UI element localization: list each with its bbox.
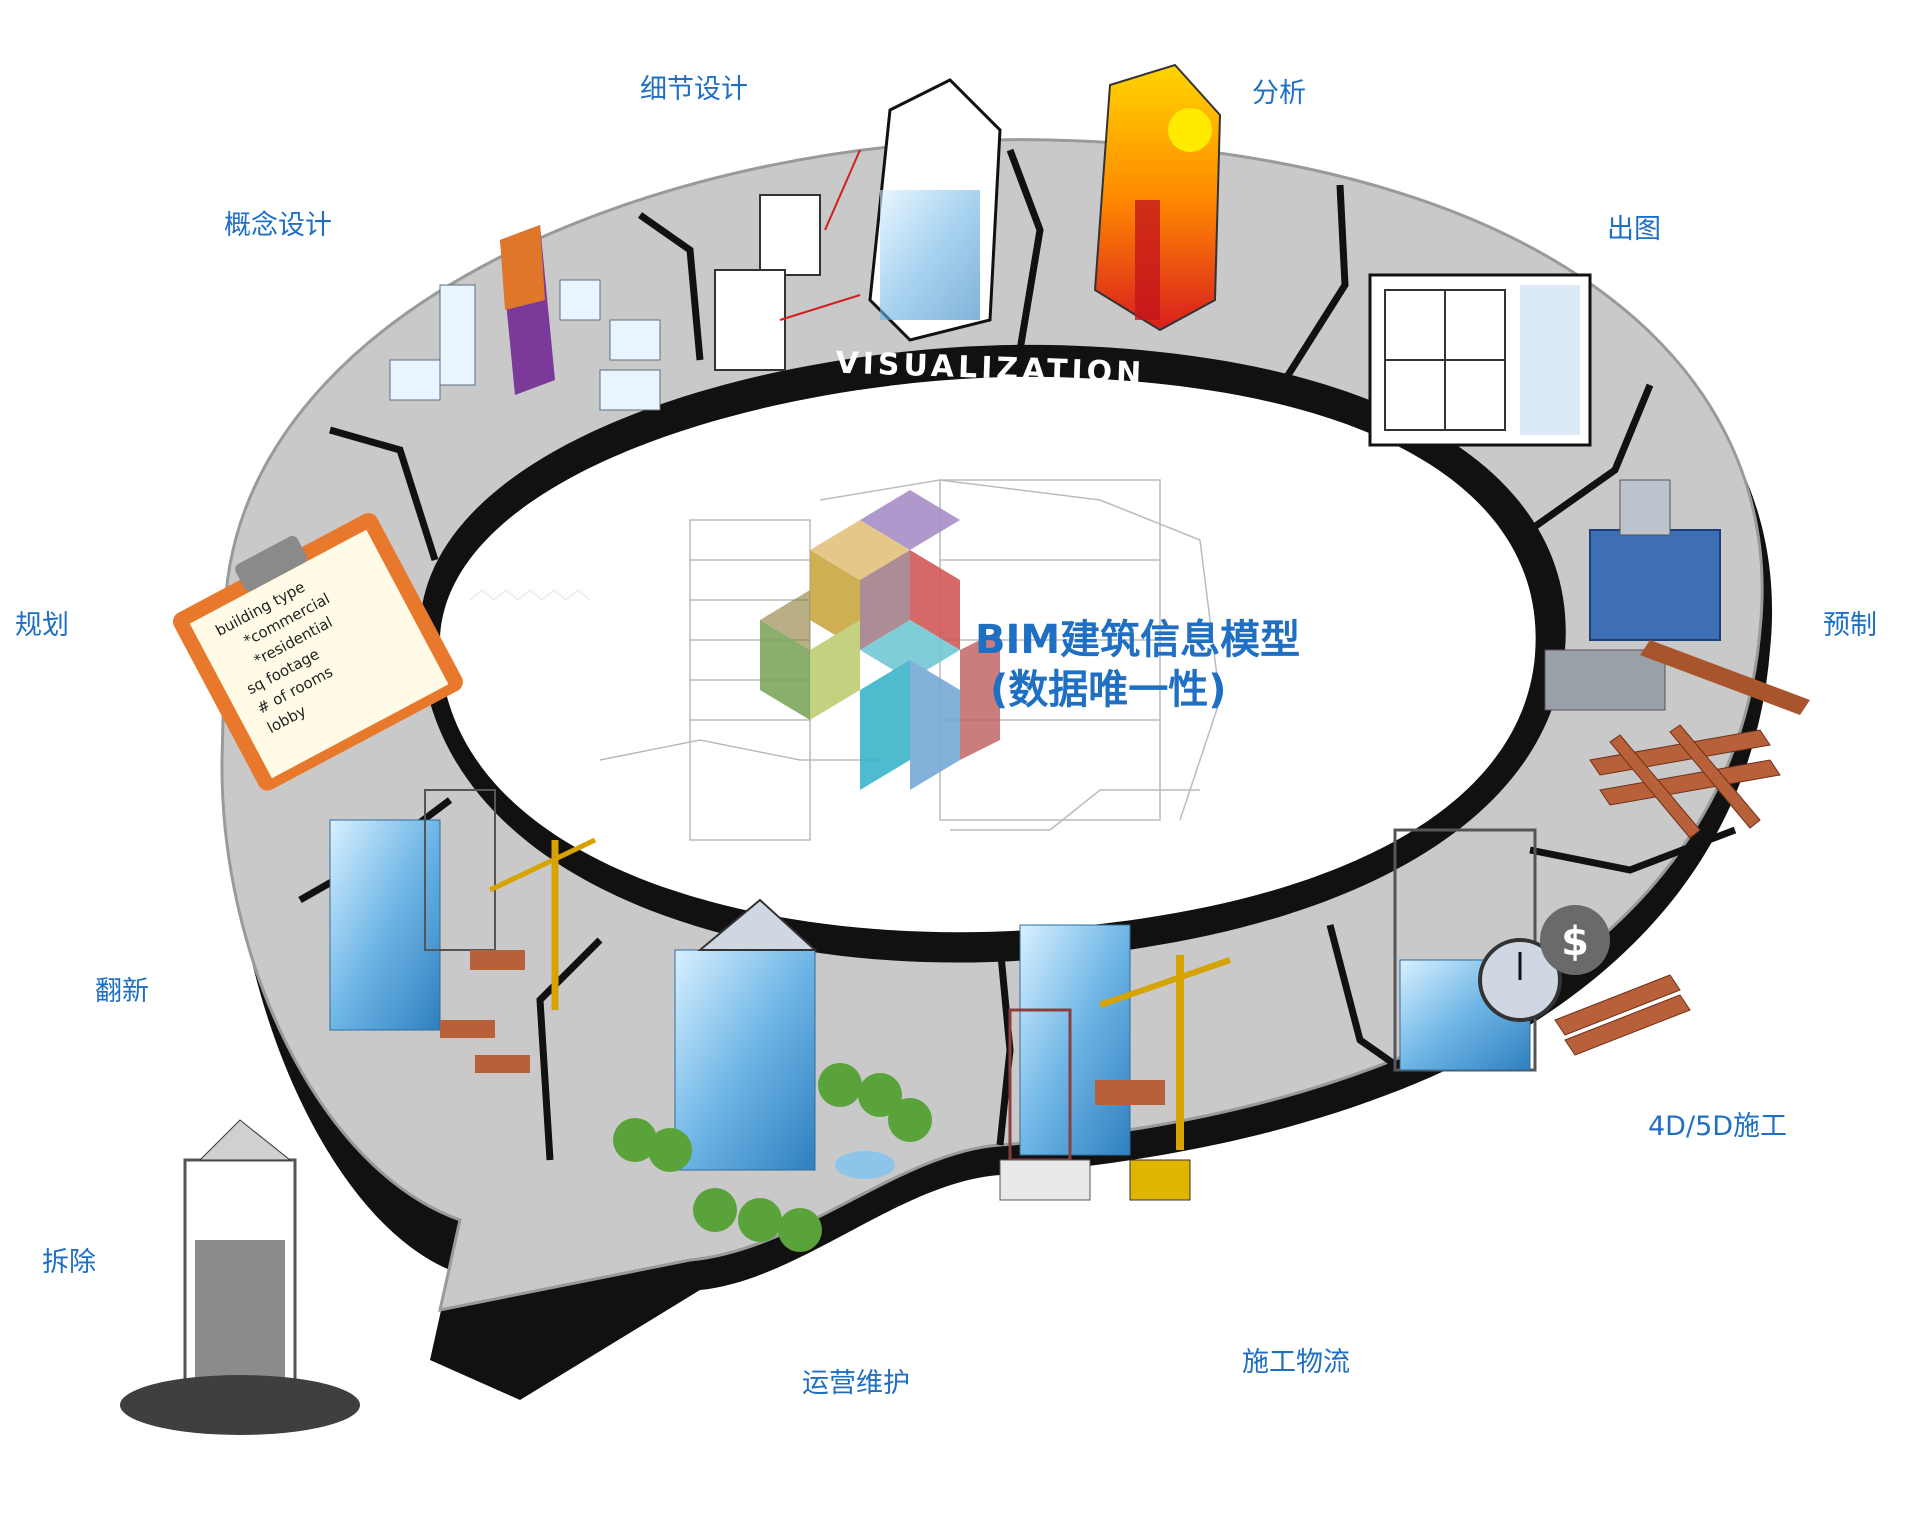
analysis-illustration [1093, 63, 1222, 332]
stage-label-operation: 运营维护 [802, 1368, 910, 1399]
stage-label-construction: 4D/5D施工 [1648, 1111, 1788, 1142]
center-title-line1: BIM建筑信息模型 [975, 617, 1301, 663]
ring-zigzag [469, 588, 591, 602]
stage-label-renovation: 翻新 [95, 976, 149, 1007]
prefab-illustration [1544, 479, 1810, 839]
stage-label-planning: 规划 [15, 610, 69, 641]
demolition-illustration [120, 1119, 360, 1435]
operation-illustration [613, 898, 932, 1252]
stage-label-logistics: 施工物流 [1242, 1347, 1350, 1378]
stage-label-demolition: 拆除 [42, 1247, 96, 1278]
planning-clipboard-illustration: building type *commercial *residential s… [172, 513, 463, 791]
stage-label-detail: 细节设计 [640, 74, 748, 105]
stage-label-analysis: 分析 [1252, 78, 1306, 109]
stage-label-prefab: 预制 [1823, 610, 1877, 641]
stage-label-concept: 概念设计 [224, 210, 332, 241]
drawing-sheet-illustration [1368, 273, 1592, 447]
stage-label-drawing: 出图 [1607, 214, 1661, 245]
logistics-illustration [999, 924, 1231, 1201]
construction-4d5d-illustration: $ [1393, 828, 1691, 1072]
svg-text:$: $ [1561, 919, 1589, 965]
center-title-line2: (数据唯一性) [990, 667, 1227, 713]
concept-design-illustration [389, 225, 661, 411]
bim-cube-logo [760, 490, 1000, 790]
detail-design-illustration [714, 78, 1002, 371]
renovation-illustration [329, 789, 597, 1073]
